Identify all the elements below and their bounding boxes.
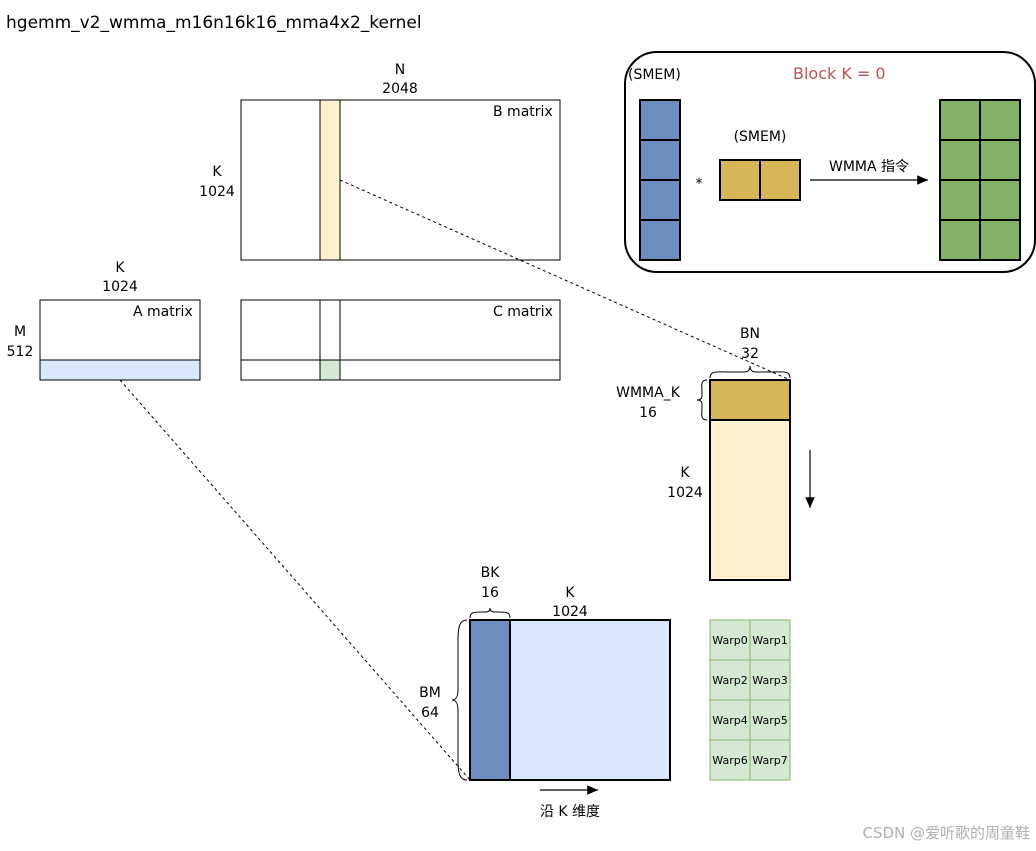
a-row-strip [39, 359, 201, 381]
block-panel: (SMEM) Block K = 0 * (SMEM) WMMA 指令 [624, 51, 1036, 273]
diagram-title: hgemm_v2_wmma_m16n16k16_mma4x2_kernel [6, 13, 422, 33]
b-column-strip [319, 99, 341, 261]
bk-name: BK [481, 565, 501, 581]
smem-b-label: (SMEM) [734, 129, 787, 145]
warp-label: Warp3 [752, 674, 787, 687]
b-tile-zoom [709, 379, 791, 581]
block-output-tile [939, 99, 1021, 261]
smem-a-tile [639, 99, 681, 261]
b-dim-left-value: 1024 [199, 184, 235, 200]
c-matrix-label: C matrix [493, 304, 553, 320]
a-dim-left-name: M [14, 324, 26, 340]
multiply-sign: * [696, 176, 703, 192]
b-matrix: B matrix [240, 99, 561, 261]
a-dim-left-value: 512 [7, 344, 34, 360]
bm-name: BM [419, 685, 441, 701]
b-matrix-label: B matrix [493, 104, 553, 120]
watermark: CSDN @爱听歌的周童鞋 [862, 824, 1030, 842]
wmma-op-label: WMMA 指令 [829, 159, 909, 175]
warp-label: Warp0 [712, 634, 747, 647]
warp-grid: Warp0 Warp1 Warp2 Warp3 Warp4 Warp5 Warp… [709, 619, 791, 781]
b-dim-top-name: N [395, 62, 405, 78]
bn-value: 32 [741, 346, 759, 362]
bn-name: BN [740, 326, 760, 342]
a-matrix: A matrix [39, 299, 201, 381]
b-tile-wmma-k-slice [709, 379, 791, 421]
a-to-tile-connector [119, 379, 471, 781]
bk-value: 16 [481, 585, 499, 601]
warp-label: Warp6 [712, 754, 747, 767]
a-tile-k-name: K [565, 585, 575, 601]
warp-label: Warp4 [712, 714, 747, 727]
bm-brace [451, 619, 468, 781]
a-dim-top-name: K [115, 260, 125, 276]
b-tile-k-value: 1024 [667, 485, 703, 501]
a-tile-zoom [469, 619, 671, 781]
bm-value: 64 [421, 705, 439, 721]
b-dim-left-name: K [212, 164, 222, 180]
b-tile-k-name: K [680, 465, 690, 481]
block-title: Block K = 0 [793, 64, 886, 83]
a-tile-bk-slice [469, 619, 511, 781]
smem-a-label: (SMEM) [628, 67, 681, 83]
warp-label: Warp5 [752, 714, 787, 727]
wmma-k-name: WMMA_K [616, 385, 681, 401]
smem-b-tile [719, 159, 801, 201]
warp-label: Warp7 [752, 754, 787, 767]
c-tile [319, 359, 341, 381]
c-matrix: C matrix [240, 299, 561, 381]
b-to-tile-connector [339, 179, 791, 381]
warp-label: Warp2 [712, 674, 747, 687]
a-dim-top-value: 1024 [102, 279, 138, 295]
a-matrix-label: A matrix [133, 304, 193, 320]
bk-brace [469, 607, 511, 619]
along-k-label: 沿 K 维度 [540, 804, 600, 820]
a-tile-k-value: 1024 [552, 604, 588, 620]
wmma-k-value: 16 [639, 405, 657, 421]
warp-label: Warp1 [752, 634, 787, 647]
wmma-k-brace [696, 379, 708, 421]
bn-brace [709, 365, 791, 379]
b-dim-top-value: 2048 [382, 81, 418, 97]
